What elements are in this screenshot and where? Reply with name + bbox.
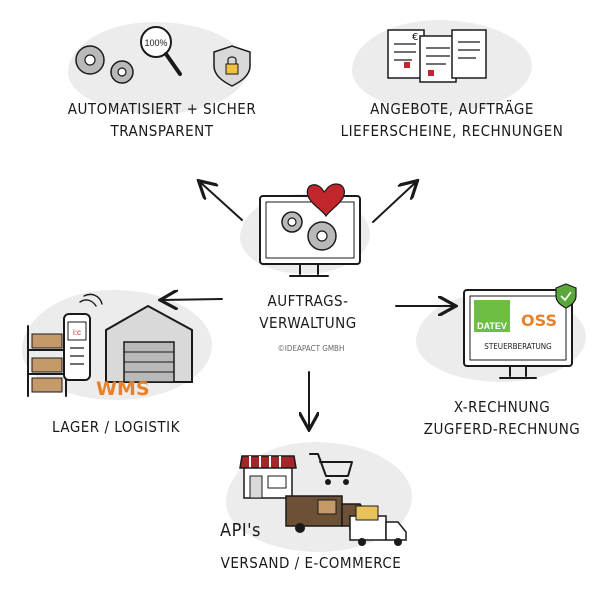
magnifier-icon: 100% bbox=[140, 26, 182, 76]
euro-symbol: € bbox=[412, 32, 418, 43]
delivery-truck-white-icon bbox=[349, 505, 407, 546]
scanner-logo: i:c bbox=[73, 328, 81, 337]
left-line1: LAGER / LOGISTIK bbox=[52, 418, 180, 436]
scanner-icon: i:c bbox=[63, 293, 103, 381]
center-title: AUFTRAGS- VERWALTUNG bbox=[248, 290, 368, 334]
arrow-top-right bbox=[372, 182, 416, 223]
shield-lock-icon bbox=[213, 45, 251, 87]
delivery-truck-brown-icon bbox=[285, 495, 369, 533]
right-line2: ZUGFERD-RECHNUNG bbox=[423, 420, 581, 438]
check-shield-icon bbox=[555, 283, 577, 309]
bottom-line1: API's bbox=[220, 520, 261, 541]
bottom-line2: VERSAND / E-COMMERCE bbox=[220, 554, 402, 572]
heart-icon bbox=[306, 183, 345, 218]
center-title-line1: AUFTRAGS- bbox=[267, 292, 349, 310]
datev-label: DATEV bbox=[477, 321, 507, 331]
wms-badge: WMS bbox=[96, 378, 150, 400]
center-gear-large bbox=[307, 221, 337, 251]
top-left-label: AUTOMATISIERT + SICHER TRANSPARENT bbox=[52, 98, 272, 142]
top-right-line1: ANGEBOTE, AUFTRÄGE bbox=[370, 100, 534, 118]
datev-tile bbox=[474, 300, 510, 332]
gear-icon bbox=[75, 45, 134, 84]
center-gear-small bbox=[281, 211, 303, 233]
magnifier-text: 100% bbox=[144, 38, 167, 48]
top-right-line2: LIEFERSCHEINE, RECHNUNGEN bbox=[340, 122, 564, 140]
right-label: X-RECHNUNG ZUGFERD-RECHNUNG bbox=[414, 396, 590, 440]
bottom-label: API's VERSAND / E-COMMERCE bbox=[196, 520, 426, 574]
arrow-left bbox=[162, 299, 223, 300]
warehouse-building-icon bbox=[105, 304, 193, 383]
top-left-line2: TRANSPARENT bbox=[110, 122, 214, 140]
top-left-line1: AUTOMATISIERT + SICHER bbox=[67, 100, 257, 118]
shop-icon bbox=[239, 455, 297, 499]
arrow-top-left bbox=[200, 182, 243, 221]
left-label: LAGER / LOGISTIK bbox=[36, 416, 196, 438]
copyright-note: ©IdeaPACT GmbH bbox=[277, 344, 345, 353]
top-right-label: ANGEBOTE, AUFTRÄGE LIEFERSCHEINE, RECHNU… bbox=[332, 98, 572, 142]
cart-icon bbox=[309, 453, 353, 485]
center-title-line2: VERWALTUNG bbox=[259, 314, 357, 332]
right-line1: X-RECHNUNG bbox=[453, 398, 551, 416]
steuerberatung-label: STEUERBERATUNG bbox=[484, 342, 552, 351]
oss-label: OSS bbox=[521, 311, 557, 330]
